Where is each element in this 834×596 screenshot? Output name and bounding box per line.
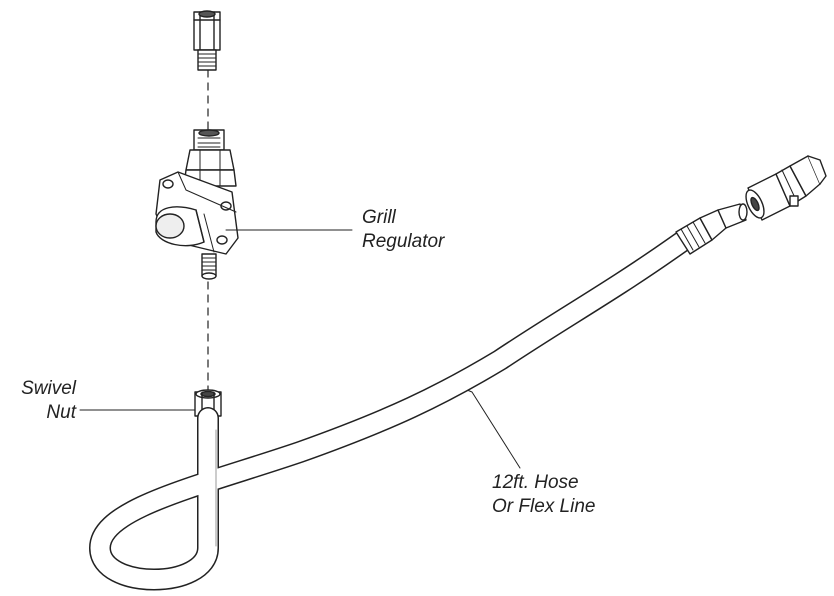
swivel-nut-label-line-2: Nut [46,402,76,423]
swivel-nut-label: Swivel Nut [6,377,76,425]
hose-leader-line [461,387,521,469]
top-fitting-icon [193,10,221,71]
hose-label-line-2: Or Flex Line [492,496,596,517]
regulator-icon [155,129,239,280]
swivel-nut-label-line-1: Swivel [21,378,76,399]
hose-end-fitting-icon [675,203,748,255]
grill-regulator-label-line-1: Grill [362,207,396,228]
grill-regulator-label: Grill Regulator [362,206,444,254]
hose-label-line-1: 12ft. Hose [492,472,579,493]
hose-label: 12ft. Hose Or Flex Line [492,471,595,519]
grill-regulator-label-line-2: Regulator [362,231,445,252]
hose-icon [89,225,701,591]
quick-connect-coupler-icon [745,155,827,221]
